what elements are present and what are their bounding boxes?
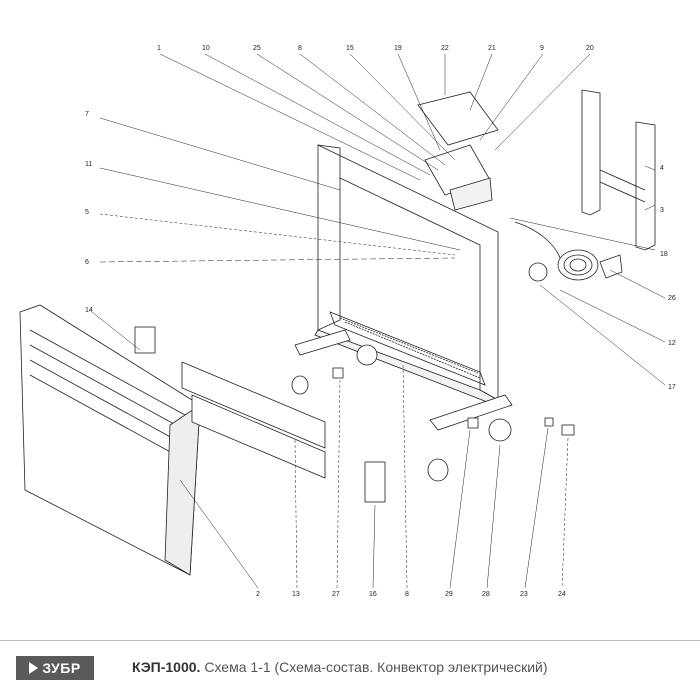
callout-22: 22 [441,45,449,52]
callout-6: 6 [85,259,89,266]
callout-15: 15 [346,45,354,52]
callout-17: 17 [668,384,676,391]
callout-11: 11 [85,161,92,168]
footer-divider [0,640,700,641]
callout-4: 4 [660,165,664,172]
model-name: КЭП-1000. [132,659,201,675]
small-parts [134,326,575,503]
leader-lines [91,53,666,589]
diagram-caption: КЭП-1000. Схема 1-1 (Схема-состав. Конве… [132,659,548,675]
exploded-diagram: 1 10 25 8 15 19 22 21 9 20 7 11 5 6 4 3 … [19,45,676,598]
callout-2: 2 [256,591,260,598]
power-cord [514,221,623,282]
callout-19: 19 [394,45,402,52]
callout-29: 29 [445,591,453,598]
callout-8-top: 8 [298,45,302,52]
frame-feet [291,329,513,482]
logo-text: ЗУБР [42,660,81,676]
callout-3: 3 [660,207,664,214]
callout-8-bottom: 8 [405,591,409,598]
front-panel [19,304,201,576]
callout-16: 16 [369,591,377,598]
callout-23: 23 [520,591,528,598]
callout-labels: 1 10 25 8 15 19 22 21 9 20 7 11 5 6 4 3 … [85,45,676,598]
callout-24: 24 [558,591,566,598]
callout-1: 1 [157,45,161,52]
callout-5: 5 [85,209,89,216]
callout-18: 18 [660,251,668,258]
footer: ЗУБР КЭП-1000. Схема 1-1 (Схема-состав. … [0,640,700,700]
callout-27: 27 [332,591,340,598]
logo-arrow-icon [29,662,39,674]
callout-10: 10 [202,45,210,52]
callout-7: 7 [85,111,89,118]
callout-14: 14 [85,307,93,314]
callout-12: 12 [668,340,676,347]
callout-28: 28 [482,591,490,598]
control-unit [417,91,499,211]
callout-21: 21 [488,45,496,52]
heating-element [181,361,326,479]
brand-logo: ЗУБР [16,656,94,680]
wall-brackets [581,89,656,251]
caption-description: Схема 1-1 (Схема-состав. Конвектор элект… [200,659,548,675]
callout-9: 9 [540,45,544,52]
callout-13: 13 [292,591,300,598]
callout-26: 26 [668,295,676,302]
callout-25: 25 [253,45,261,52]
callout-20: 20 [586,45,594,52]
